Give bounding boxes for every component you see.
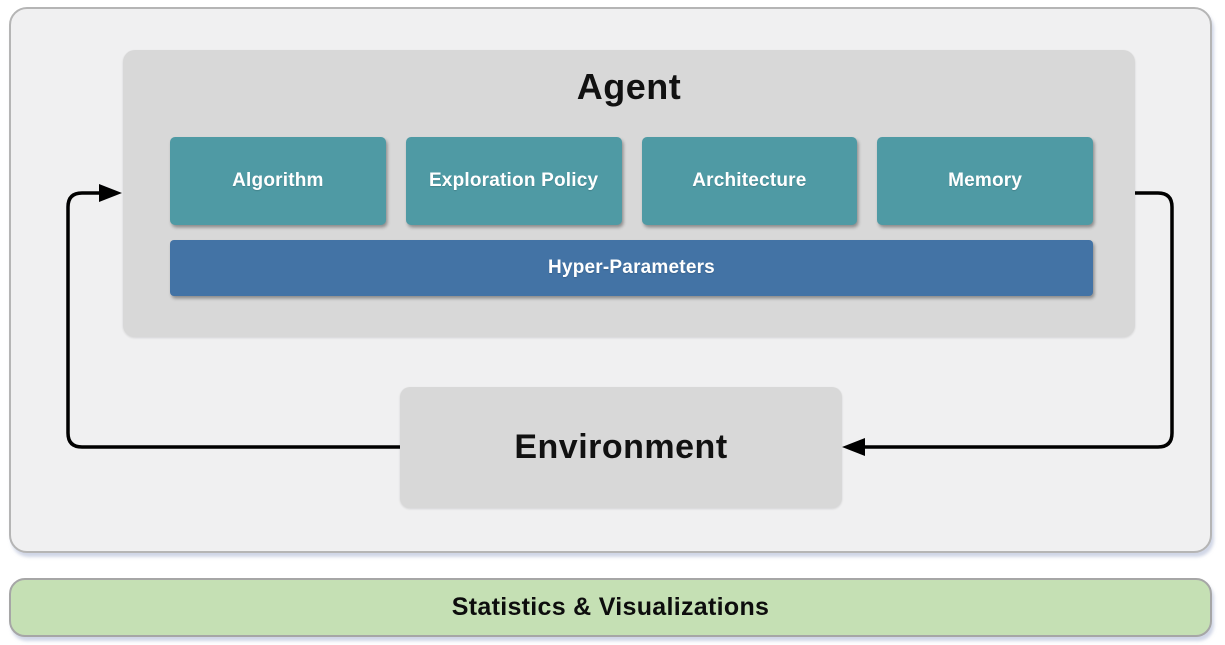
interaction-loop-panel: Agent Algorithm Exploration Policy Archi… (9, 7, 1212, 553)
environment-label: Environment (514, 428, 728, 466)
agent-box: Agent Algorithm Exploration Policy Archi… (123, 50, 1135, 337)
module-memory: Memory (877, 137, 1093, 225)
environment-box: Environment (400, 387, 842, 508)
stats-visualizations-bar: Statistics & Visualizations (9, 578, 1212, 637)
module-exploration-policy-label: Exploration Policy (428, 170, 599, 191)
stats-visualizations-label: Statistics & Visualizations (451, 593, 770, 621)
module-architecture: Architecture (641, 137, 858, 225)
module-algorithm: Algorithm (170, 137, 386, 225)
module-architecture-label: Architecture (692, 170, 807, 191)
module-exploration-policy: Exploration Policy (405, 137, 622, 225)
agent-module-row: Algorithm Exploration Policy Architectur… (170, 137, 1093, 225)
module-algorithm-label: Algorithm (232, 170, 324, 191)
agent-title: Agent (576, 66, 682, 107)
module-memory-label: Memory (948, 170, 1023, 191)
hyper-parameters-bar: Hyper-Parameters (170, 240, 1093, 296)
hyper-parameters-label: Hyper-Parameters (548, 257, 715, 278)
